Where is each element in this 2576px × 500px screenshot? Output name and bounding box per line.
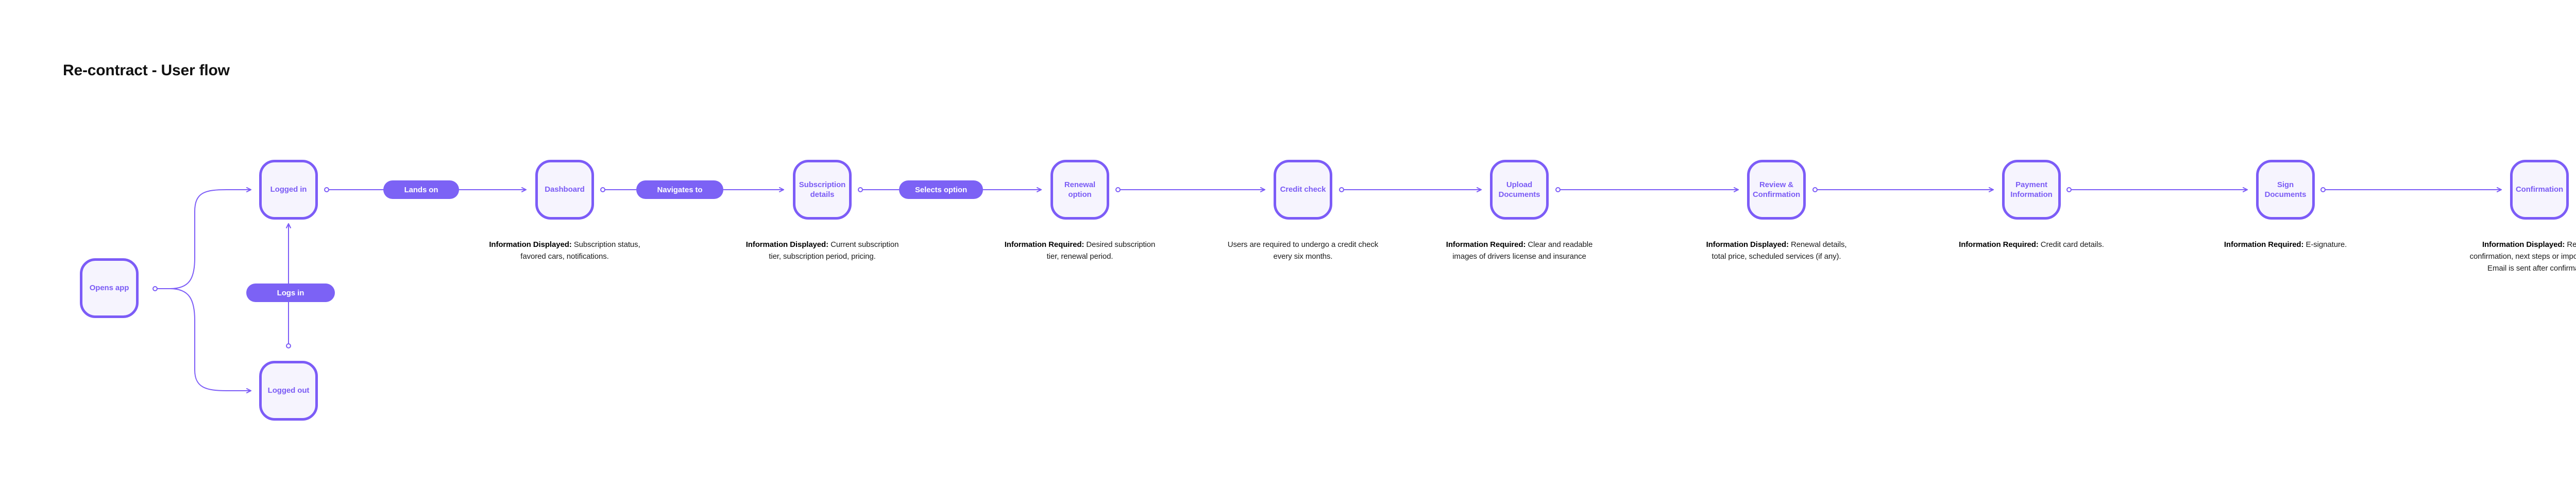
caption-text: Credit card details. — [2038, 240, 2104, 249]
flow-node-opens-app[interactable]: Opens app — [80, 258, 139, 318]
flow-node-label: Credit check — [1280, 185, 1326, 194]
flow-node-label: Renewal option — [1064, 180, 1096, 199]
flow-node-upload-documents[interactable]: Upload Documents — [1490, 160, 1549, 220]
caption-text: Current subscription tier, subscription … — [769, 240, 899, 261]
edge-endpoint-dot — [858, 187, 863, 192]
flow-node-label: Review & Confirmation — [1752, 180, 1801, 199]
flow-caption-dashboard: Information Displayed: Subscription stat… — [487, 239, 642, 263]
edge-endpoint-dot — [1339, 187, 1344, 192]
caption-text: Renewal details, total price, scheduled … — [1711, 240, 1847, 261]
flow-caption-upload-documents: Information Required: Clear and readable… — [1442, 239, 1597, 263]
flow-node-label: Opens app — [89, 284, 129, 293]
edge-endpoint-dot — [2066, 187, 2072, 192]
caption-text: Subscription status, favored cars, notif… — [520, 240, 640, 261]
caption-lead: Information Required: — [1446, 240, 1526, 249]
flow-pill-label: Navigates to — [657, 185, 703, 194]
flow-pill-label: Selects option — [914, 185, 968, 194]
edge-opens-app-to-logged-out — [170, 288, 251, 393]
flow-node-subscription-details[interactable]: Subscription details — [793, 160, 852, 220]
caption-lead: Information Required: — [1004, 240, 1084, 249]
flow-node-label: Logged in — [270, 185, 307, 194]
flow-node-review-confirmation[interactable]: Review & Confirmation — [1747, 160, 1806, 220]
edge-endpoint-dot — [1555, 187, 1561, 192]
flow-pill-navigates-to[interactable]: Navigates to — [636, 180, 723, 199]
edge-opens-app-to-logged-in — [170, 187, 251, 289]
caption-text: Renewal confirmation, next steps or impo… — [2469, 240, 2576, 273]
flow-node-dashboard[interactable]: Dashboard — [535, 160, 594, 220]
edge-endpoint-dot — [600, 187, 605, 192]
caption-lead: Information Required: — [1959, 240, 2039, 249]
flow-pill-logs-in[interactable]: Logs in — [246, 284, 335, 302]
caption-lead: Information Required: — [2224, 240, 2304, 249]
flow-node-credit-check[interactable]: Credit check — [1274, 160, 1332, 220]
flow-caption-credit-check: Users are required to undergo a credit c… — [1226, 239, 1380, 263]
edge-endpoint-dot — [286, 343, 291, 348]
flow-pill-lands-on[interactable]: Lands on — [383, 180, 459, 199]
flow-node-label: Payment Information — [2010, 180, 2053, 199]
flow-node-logged-out[interactable]: Logged out — [259, 361, 318, 421]
edge-endpoint-dot — [152, 286, 158, 291]
flow-node-label: Logged out — [267, 386, 310, 395]
flow-caption-renewal-option: Information Required: Desired subscripti… — [1003, 239, 1157, 263]
caption-lead: Information Displayed: — [2482, 240, 2565, 249]
caption-lead: Information Displayed: — [489, 240, 572, 249]
flow-pill-selects-option[interactable]: Selects option — [899, 180, 983, 199]
flow-pill-label: Lands on — [404, 185, 438, 194]
caption-lead: Information Displayed: — [1706, 240, 1789, 249]
flow-pill-label: Logs in — [277, 288, 304, 297]
page-title: Re-contract - User flow — [63, 62, 230, 79]
flow-caption-confirmation: Information Displayed: Renewal confirmat… — [2462, 239, 2576, 274]
caption-text: E-signature. — [2303, 240, 2347, 249]
flow-node-logged-in[interactable]: Logged in — [259, 160, 318, 220]
flow-caption-payment-information: Information Required: Credit card detail… — [1954, 239, 2109, 251]
edge-endpoint-dot — [2320, 187, 2326, 192]
flow-node-renewal-option[interactable]: Renewal option — [1050, 160, 1109, 220]
flow-node-label: Upload Documents — [1498, 180, 1540, 199]
edge-endpoint-dot — [324, 187, 329, 192]
flow-node-sign-documents[interactable]: Sign Documents — [2256, 160, 2315, 220]
flow-caption-review-confirmation: Information Displayed: Renewal details, … — [1699, 239, 1854, 263]
flow-node-label: Dashboard — [545, 185, 585, 194]
flow-node-label: Confirmation — [2515, 185, 2564, 194]
caption-text: Clear and readable images of drivers lic… — [1452, 240, 1593, 261]
flow-node-payment-information[interactable]: Payment Information — [2002, 160, 2061, 220]
flow-node-label: Sign Documents — [2264, 180, 2307, 199]
flow-node-confirmation[interactable]: Confirmation — [2510, 160, 2569, 220]
flow-caption-sign-documents: Information Required: E-signature. — [2208, 239, 2363, 251]
flow-caption-subscription-details: Information Displayed: Current subscript… — [745, 239, 900, 263]
caption-text: Desired subscription tier, renewal perio… — [1046, 240, 1156, 261]
edge-endpoint-dot — [1115, 187, 1121, 192]
caption-text: Users are required to undergo a credit c… — [1227, 240, 1379, 261]
flow-node-label: Subscription details — [799, 180, 846, 199]
caption-lead: Information Displayed: — [745, 240, 829, 249]
edge-endpoint-dot — [1812, 187, 1818, 192]
